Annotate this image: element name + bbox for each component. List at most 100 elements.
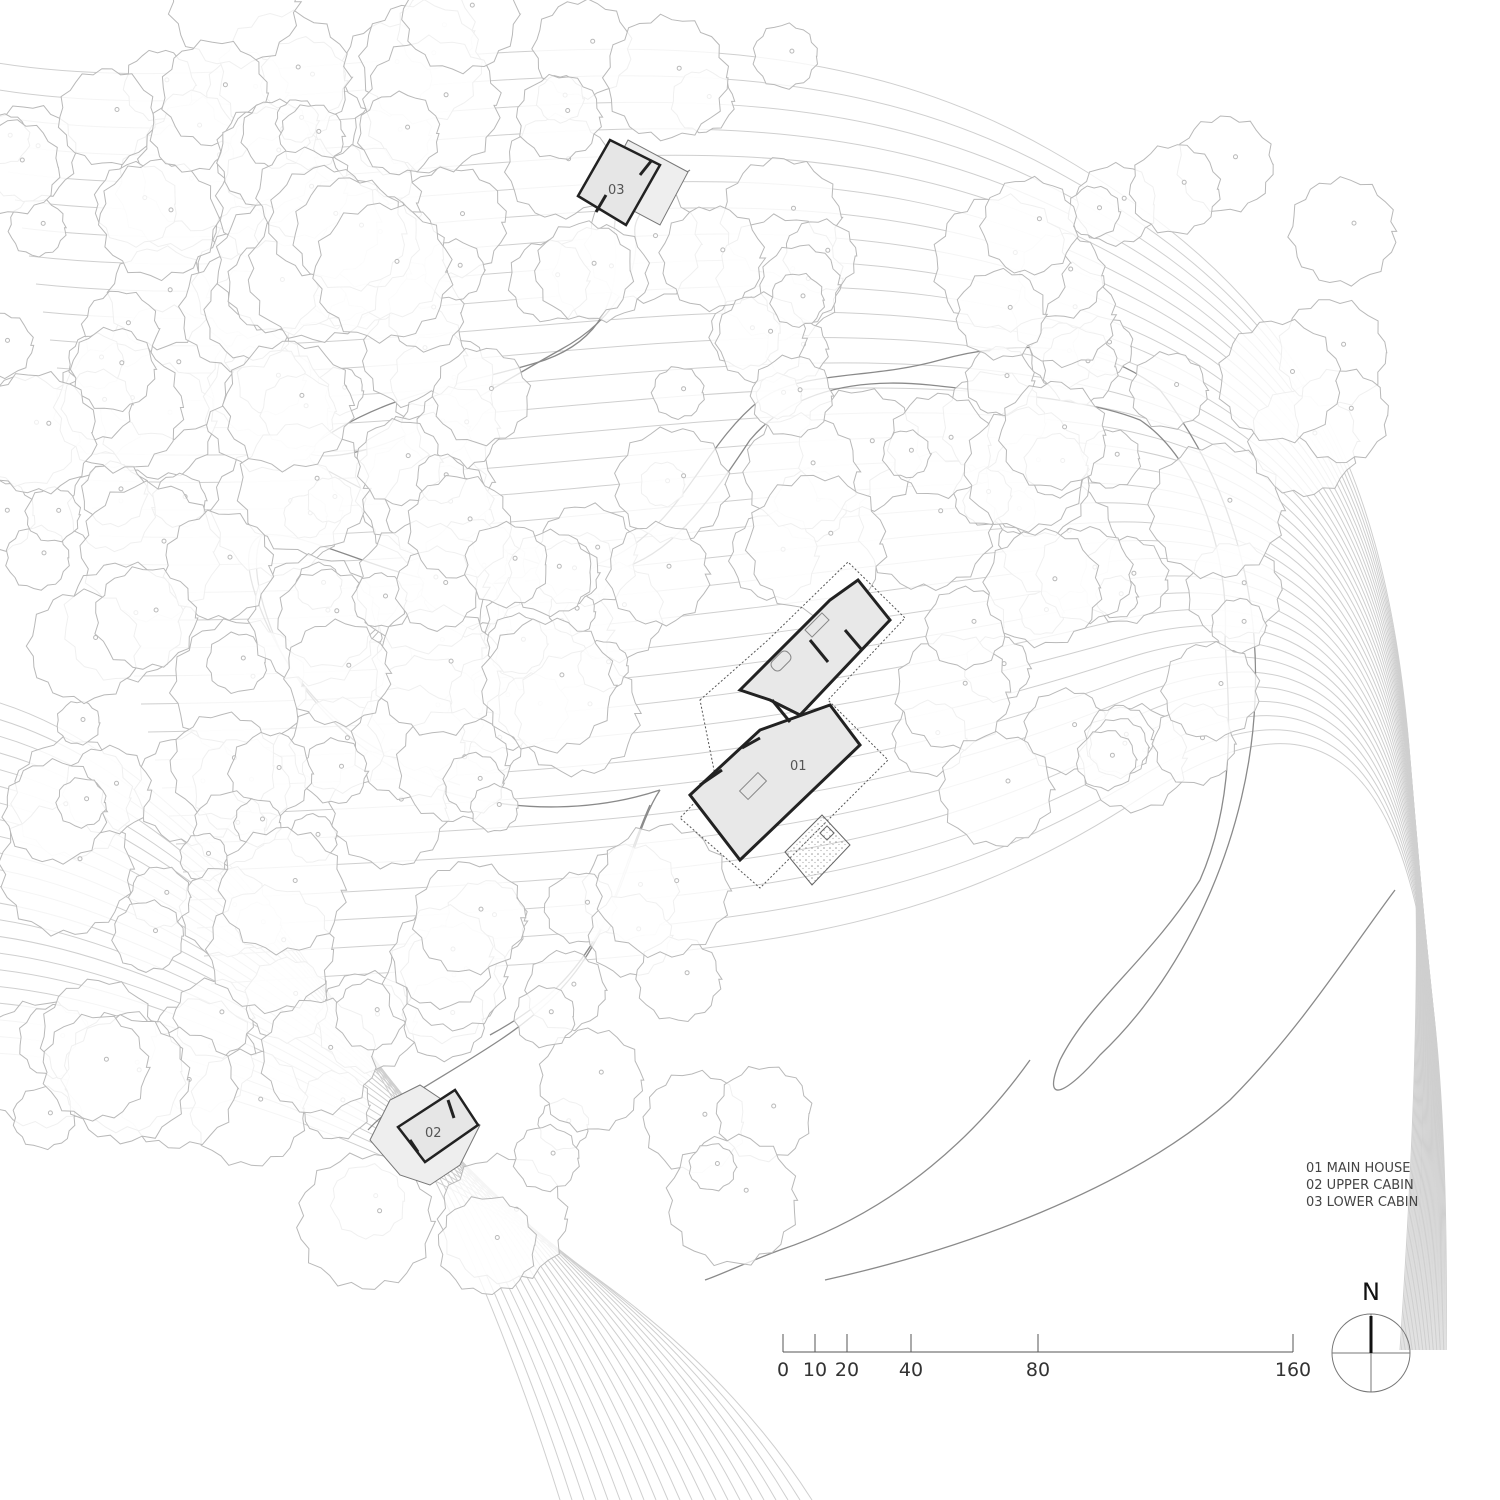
tree-trunk [114,780,119,786]
tree-trunk [810,460,816,466]
tree-canopy [1160,641,1261,742]
legend-item-03: 03 LOWER CABIN [1306,1195,1419,1210]
tree-trunk [1097,205,1102,211]
tree-trunk [467,516,473,522]
tree-canopy [752,22,819,90]
tree-canopy [69,326,158,413]
tree-trunk [681,473,687,479]
tree-canopy [515,73,604,160]
tree-trunk [681,386,687,392]
tree-canopy [226,731,315,817]
tree-trunk [1131,570,1137,576]
tree-trunk [1114,451,1120,457]
tree-trunk [227,554,233,560]
tree-canopies [0,0,1398,1296]
tree-trunk [1121,195,1127,201]
tree-trunk [797,387,803,393]
tree-trunk [1218,681,1224,686]
tree-trunk [118,486,124,492]
tree-canopy [356,90,441,176]
tree-trunk [125,320,131,326]
tree-canopy [0,119,61,215]
tree-trunk [119,360,125,366]
tree-trunk [448,658,454,664]
tree-trunk [684,970,690,976]
tree-trunk [1227,497,1233,503]
tree-trunk [167,287,173,293]
tree-trunk [565,108,571,113]
tree-canopy [601,13,730,142]
tree-canopy [614,426,731,544]
tree-trunk [591,260,597,266]
tree-canopy [312,202,454,344]
building-01: 01 [679,561,906,889]
tree-trunk [1241,580,1247,586]
tree-trunk [828,530,834,536]
tree-trunk [488,386,494,391]
tree-canopy [650,366,705,421]
building-02: 02 [369,1084,481,1186]
tree-trunk [260,816,265,822]
tree-trunk [299,392,305,398]
tree-trunk [80,717,86,722]
tree-trunk [219,1009,225,1015]
tree-trunk [494,1235,500,1240]
tree-trunk [19,157,25,163]
tree-trunk [1174,382,1180,387]
tree-trunk [908,447,914,453]
tree-trunk [714,1161,720,1166]
tree-canopy [1211,597,1268,655]
tree-trunk [1341,341,1347,347]
tree-canopy [217,826,348,956]
tree-trunk [768,328,774,334]
tree-trunk [1348,405,1354,411]
tree-canopy [481,617,619,754]
tree-trunk [457,262,463,268]
tree-canopy [955,267,1049,361]
tree-trunk [1181,179,1187,185]
tree-trunk [46,420,52,426]
tree-canopy [55,777,107,829]
tree-canopy [411,861,527,976]
tree-canopy [605,520,712,627]
tree-trunk [405,124,411,130]
tree-trunk [825,247,831,253]
tree-trunk [1351,220,1357,226]
tree-canopy [1128,351,1210,430]
tree-trunk [1062,424,1068,430]
tree-trunk [653,233,658,239]
tree-trunk [56,507,62,513]
tree-canopy [1287,176,1398,287]
tree-canopy [431,347,532,447]
tree-canopy [635,936,723,1023]
tree-trunk [374,1007,380,1013]
tree-trunk [334,608,340,614]
tree-canopy [42,1013,151,1122]
tree-canopy [749,354,835,438]
contour-line [0,936,729,1500]
tree-trunk [598,1069,604,1075]
tree-trunk [1290,369,1295,374]
tree-trunk [1072,722,1078,728]
tree-trunk [571,981,577,987]
tree-trunk [40,220,46,226]
tree-trunk [720,247,726,253]
tree-trunk [328,1044,334,1050]
tree-trunk [295,64,301,70]
tree-trunk [550,1150,556,1156]
tree-trunk [869,438,875,444]
tree-trunk [1241,618,1247,624]
tree-canopy [1128,144,1222,235]
building-01-label: 01 [790,759,807,774]
tree-canopy [978,175,1079,276]
tree-trunk [168,207,174,213]
building-02-label: 02 [425,1126,442,1141]
tree-trunk [292,878,298,883]
contour-line [0,952,741,1500]
tree-canopy [595,823,733,959]
tree-canopy [769,272,826,328]
tree-canopy [56,700,101,746]
tree-canopy [1218,318,1342,444]
tree-trunk [1107,339,1112,345]
